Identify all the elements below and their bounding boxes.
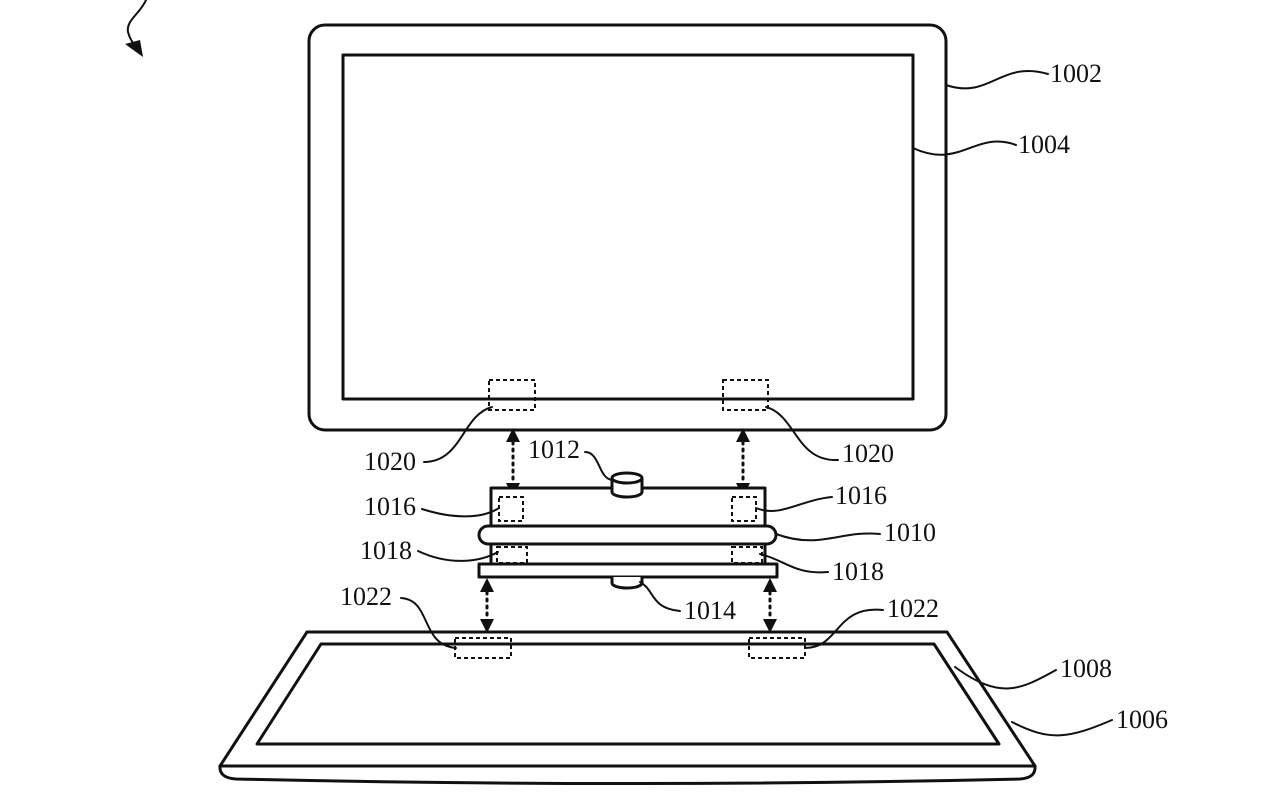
leader-1020-left	[423, 406, 493, 463]
leader-1014	[639, 581, 681, 612]
arrowhead-up	[480, 578, 494, 592]
label-1022-right: 1022	[887, 594, 939, 623]
adapter-lower-block	[489, 542, 767, 566]
base-magnet-right	[748, 637, 806, 659]
display-magnet-right	[722, 379, 769, 411]
label-1018-left: 1018	[360, 536, 412, 565]
arrowhead-up	[763, 578, 777, 592]
leader-1018-left	[417, 550, 499, 562]
label-1014: 1014	[684, 596, 736, 625]
arrowhead-up	[506, 428, 520, 442]
leader-1006	[1011, 719, 1113, 737]
label-1004: 1004	[1018, 130, 1070, 159]
label-1012: 1012	[528, 435, 580, 464]
arrowhead-down	[763, 619, 777, 633]
bottom-connector	[610, 577, 644, 590]
label-1010: 1010	[884, 518, 936, 547]
label-1016-left: 1016	[364, 492, 416, 521]
figure-pointer-arrowhead	[125, 40, 143, 57]
leader-1016-right	[755, 496, 833, 512]
adapter-bottom-magnet-left	[496, 546, 528, 564]
label-1008: 1008	[1060, 654, 1112, 683]
leader-1018-right	[759, 553, 829, 574]
leader-1022-right	[804, 608, 884, 649]
label-1002: 1002	[1050, 59, 1102, 88]
arrowhead-up	[736, 428, 750, 442]
leader-1004	[912, 140, 1017, 156]
arrowhead-down	[480, 619, 494, 633]
label-1016-right: 1016	[835, 481, 887, 510]
leader-1012	[584, 451, 613, 481]
label-1022-left: 1022	[340, 582, 392, 611]
top-connector-cap	[610, 471, 644, 485]
keyboard-deck	[255, 642, 1001, 746]
adapter-band	[477, 524, 778, 546]
leader-1022-left	[400, 597, 457, 649]
keyboard-base	[218, 630, 1037, 785]
leader-1002	[945, 69, 1049, 90]
label-1020-right: 1020	[842, 439, 894, 468]
label-1018-right: 1018	[832, 557, 884, 586]
label-1020-left: 1020	[364, 447, 416, 476]
adapter-plate	[477, 562, 779, 579]
leader-1010	[775, 532, 881, 542]
label-1006: 1006	[1116, 705, 1168, 734]
display-magnet-left	[488, 379, 536, 411]
leader-1008	[954, 666, 1057, 690]
leader-1016-left	[421, 507, 500, 518]
base-magnet-left	[454, 637, 512, 659]
display-screen	[341, 53, 915, 401]
leader-1020-right	[765, 406, 839, 462]
display-housing	[307, 23, 948, 432]
